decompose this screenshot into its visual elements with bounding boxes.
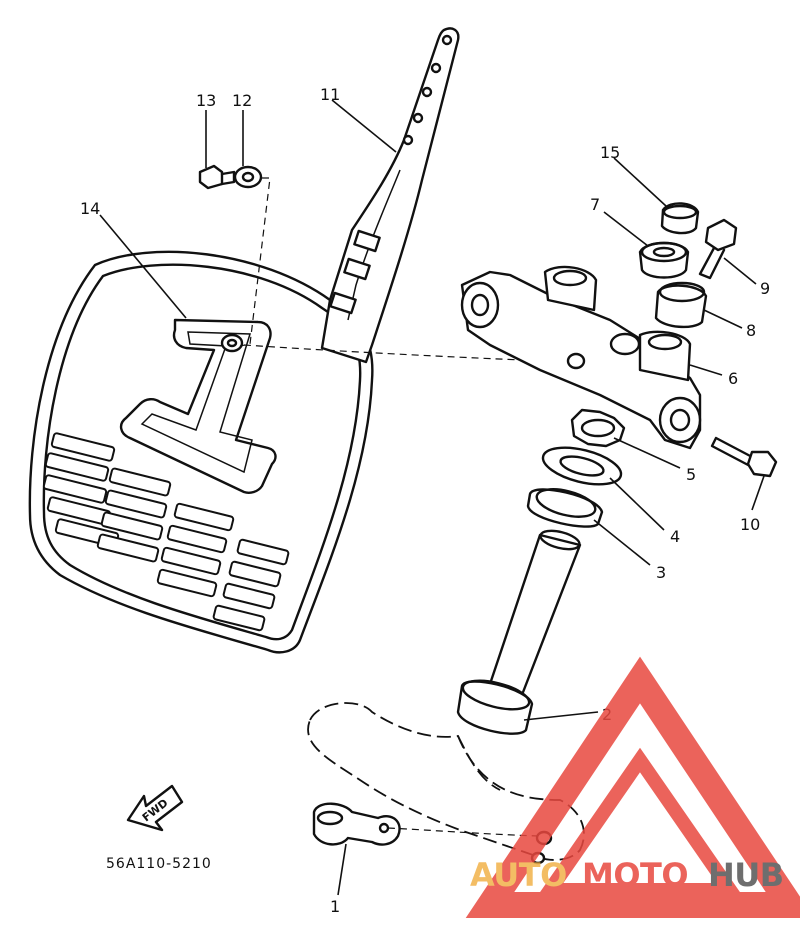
callout-10: 10 (740, 515, 760, 534)
bearing-3 (526, 488, 604, 528)
watermark-hub: HUB (708, 856, 784, 894)
bolt-9 (698, 218, 738, 280)
bolt-10 (710, 436, 778, 478)
cap-15 (660, 202, 700, 235)
watermark-moto: MOTO (582, 856, 688, 894)
washer-12 (233, 165, 263, 189)
holder-8 (654, 281, 708, 329)
callout-1: 1 (330, 897, 340, 916)
plate-grille (42, 432, 290, 632)
diagram-code: 56A110-5210 (106, 856, 212, 872)
callout-6: 6 (728, 369, 738, 388)
callout-5: 5 (686, 465, 696, 484)
callout-4: 4 (670, 527, 680, 546)
bolt-13 (198, 164, 236, 190)
callout-15: 15 (600, 143, 620, 162)
plate-bracket (320, 27, 460, 364)
callout-3: 3 (656, 563, 666, 582)
fwd-arrow: FWD (126, 784, 184, 832)
callout-8: 8 (746, 321, 756, 340)
callout-9: 9 (760, 279, 770, 298)
callout-13: 13 (196, 91, 216, 110)
callout-12: 12 (232, 91, 252, 110)
callout-11: 11 (320, 85, 340, 104)
ring-nut-5 (570, 408, 626, 448)
washer-4 (541, 446, 623, 486)
upper-bracket (460, 265, 702, 450)
number-plate (28, 250, 374, 654)
watermark-auto: AUTO (470, 856, 567, 894)
collar-7 (638, 241, 690, 279)
leader-lines (99, 99, 765, 896)
callout-7: 7 (590, 195, 600, 214)
watermark-logo: AUTO MOTO HUB (465, 656, 800, 918)
lock-bracket-1 (312, 802, 401, 846)
callout-14: 14 (80, 199, 100, 218)
